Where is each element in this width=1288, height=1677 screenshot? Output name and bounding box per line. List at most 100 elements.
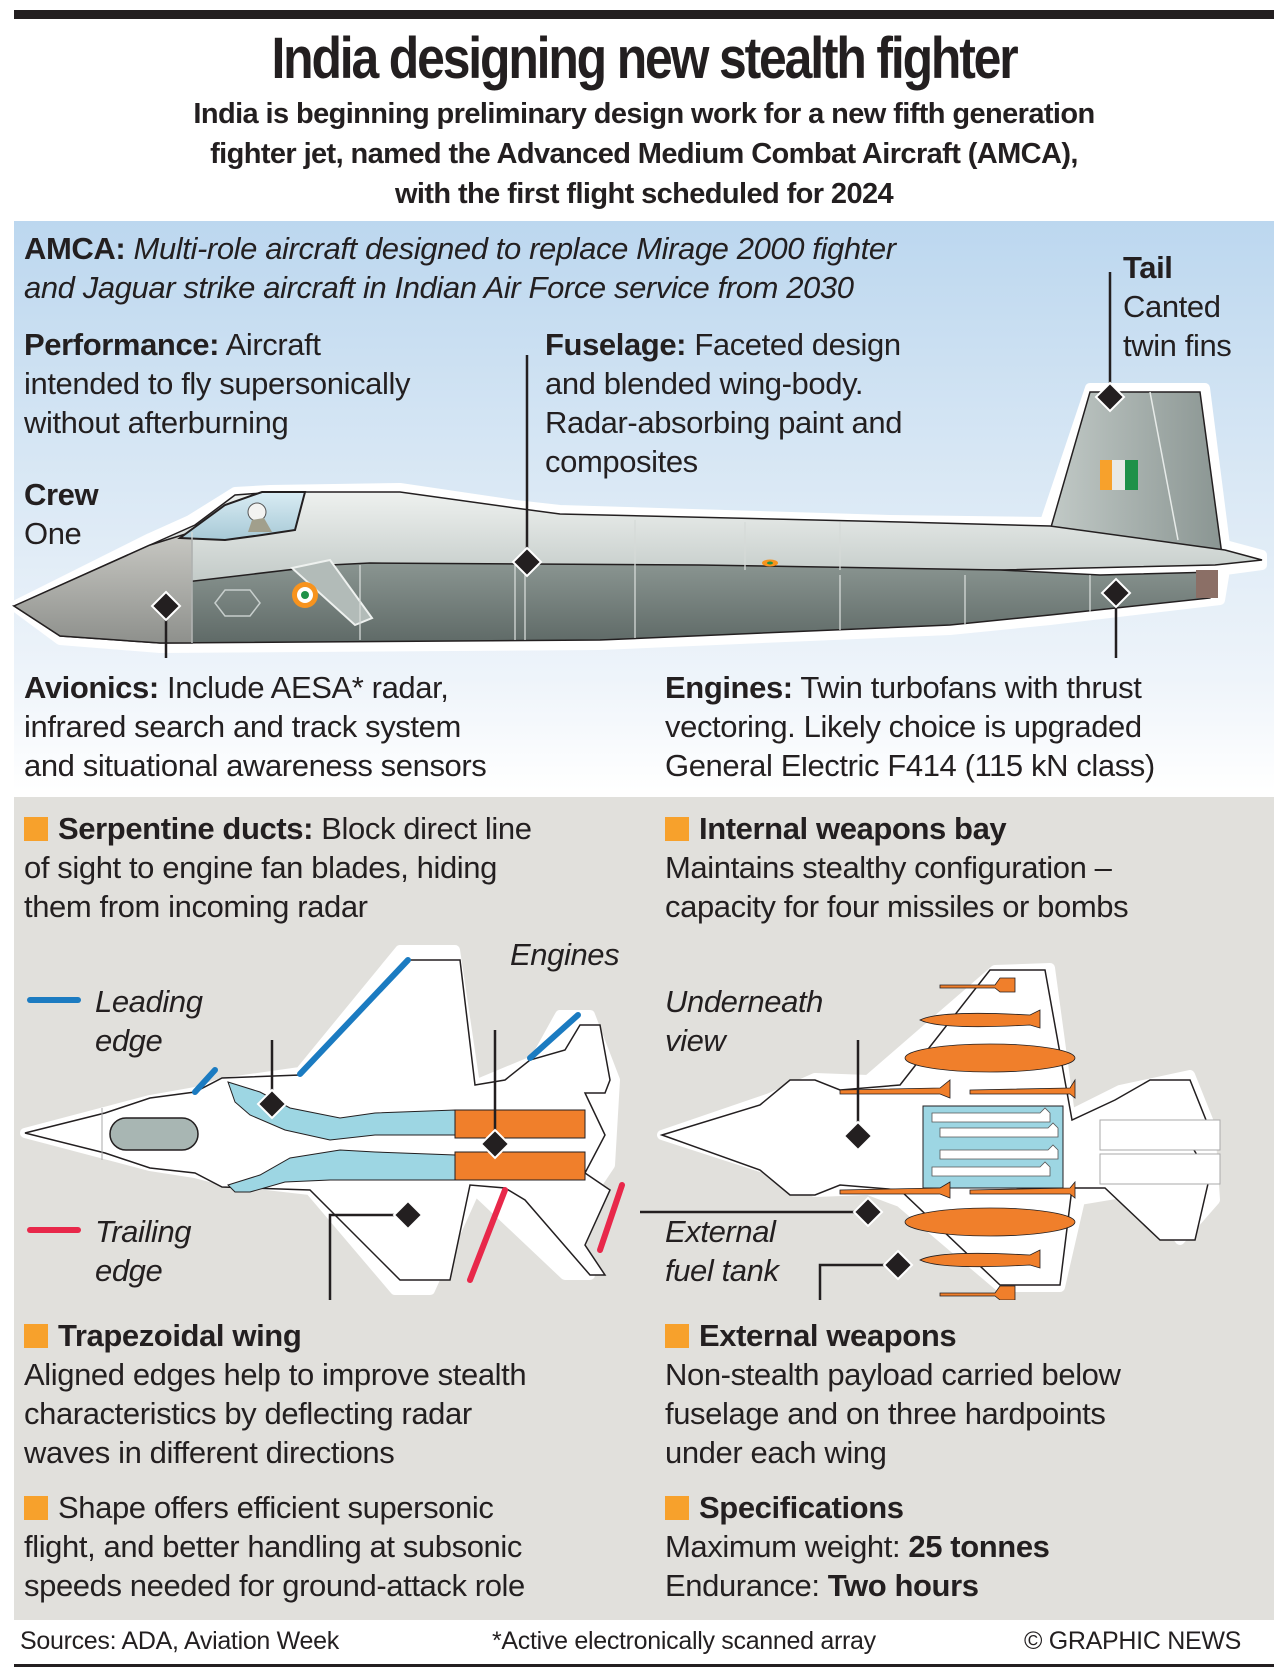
top-view-aircraft	[20, 945, 625, 1300]
callout-diamond	[1100, 577, 1132, 609]
flag-saffron	[1100, 460, 1112, 490]
trailing-edge-line: Trailing	[95, 1214, 192, 1249]
underneath-line: Underneath	[665, 984, 824, 1019]
crew-label: Crew	[24, 477, 99, 512]
internal-bay-text: Internal weapons bay Maintains stealthy …	[665, 809, 1265, 926]
underneath-line: view	[665, 1023, 726, 1058]
performance-text: Performance: Aircraft intended to fly su…	[24, 325, 504, 442]
shape-line: Shape offers efficient supersonic	[58, 1490, 494, 1525]
performance-line: without afterburning	[24, 405, 289, 440]
avionics-text: Avionics: Include AESA* radar, infrared …	[24, 668, 624, 785]
shape-line: flight, and better handling at subsonic	[24, 1529, 522, 1564]
fuel-tank	[904, 1207, 1076, 1237]
external-weapons-text: External weapons Non-stealth payload car…	[665, 1316, 1265, 1472]
bullet-square-icon	[665, 1496, 689, 1520]
exhaust-nozzle	[1196, 570, 1218, 598]
internal-missiles	[931, 1107, 1059, 1177]
internal-bay-line: Maintains stealthy configuration –	[665, 850, 1112, 885]
external-weapons-label: External weapons	[699, 1318, 957, 1353]
air-intake	[289, 558, 374, 627]
wing-missile	[939, 1285, 1016, 1300]
trapezoidal-text: Trapezoidal wing Aligned edges help to i…	[24, 1316, 644, 1472]
avionics-line: Include AESA* radar,	[167, 670, 449, 705]
side-view-aircraft	[9, 272, 1267, 658]
callout-external-weapons	[818, 1249, 914, 1300]
trapezoidal-line: waves in different directions	[24, 1435, 395, 1470]
crew-text: Crew One	[24, 475, 184, 553]
external-fuel-tank-label: External fuel tank	[665, 1212, 779, 1290]
top-view-diagram	[20, 945, 625, 1300]
engines-line: General Electric F414 (115 kN class)	[665, 748, 1155, 783]
endurance-label: Endurance:	[665, 1568, 820, 1603]
avionics-label: Avionics:	[24, 670, 159, 705]
fuselage-line: Faceted design	[694, 327, 901, 362]
avionics-line: infrared search and track system	[24, 709, 461, 744]
subtitle-line: fighter jet, named the Advanced Medium C…	[210, 138, 1078, 170]
shape-text: Shape offers efficient supersonic flight…	[24, 1488, 644, 1605]
fuselage-missile	[839, 1181, 951, 1199]
trapezoidal-line: Aligned edges help to improve stealth	[24, 1357, 527, 1392]
page-title: India designing new stealth fighter	[271, 26, 1018, 91]
weight-label: Maximum weight:	[665, 1529, 901, 1564]
callout-engines	[1100, 577, 1132, 658]
external-line: under each wing	[665, 1435, 887, 1470]
fuselage-missile	[969, 1078, 1076, 1099]
underneath-view-label: Underneath view	[665, 982, 823, 1060]
engine-lower	[454, 1151, 586, 1181]
tail-line: Canted	[1123, 289, 1221, 324]
wing-roundel-center	[767, 561, 773, 565]
subtitle: India is beginning preliminary design wo…	[0, 94, 1288, 214]
leading-edge-lines	[192, 957, 581, 1095]
fuselage-missile	[969, 1180, 1076, 1199]
bomb	[919, 1009, 1041, 1029]
bottom-rule	[14, 1664, 1274, 1667]
cockpit	[109, 1117, 199, 1151]
callout-wing	[328, 1199, 424, 1300]
tail-panel-line	[1149, 391, 1179, 541]
leading-edge-line: edge	[95, 1023, 163, 1058]
amca-line: Multi-role aircraft designed to replace …	[133, 231, 897, 266]
callout-fuel-tank	[640, 1196, 884, 1228]
amca-label: AMCA:	[24, 231, 126, 266]
trailing-edge-label: Trailing edge	[95, 1212, 192, 1290]
flag-green	[1125, 460, 1138, 490]
serpentine-line: of sight to engine fan blades, hiding	[24, 850, 497, 885]
underneath-view-diagram	[640, 963, 1221, 1300]
amca-line: and Jaguar strike aircraft in Indian Air…	[24, 270, 854, 305]
trapezoidal-label: Trapezoidal wing	[58, 1318, 302, 1353]
external-weapons	[839, 977, 1076, 1300]
callout-internal-bay	[842, 1040, 874, 1152]
fuselage-line: and blended wing-body.	[545, 366, 864, 401]
fuselage-line: Radar-absorbing paint and	[545, 405, 903, 440]
external-line: fuselage and on three hardpoints	[665, 1396, 1106, 1431]
pilot-body	[248, 518, 272, 532]
engine-outline-upper	[1099, 1119, 1221, 1151]
bomb	[919, 1249, 1041, 1269]
fuel-tank-line: fuel tank	[665, 1253, 779, 1288]
tail-callout-text: Tail Canted twin fins	[1123, 248, 1283, 365]
external-line: Non-stealth payload carried below	[665, 1357, 1121, 1392]
callout-avionics	[150, 590, 182, 658]
performance-label: Performance:	[24, 327, 220, 362]
wing-missile	[939, 977, 1016, 993]
avionics-line: and situational awareness sensors	[24, 748, 487, 783]
serpentine-label: Serpentine ducts:	[58, 811, 314, 846]
engines-diagram-label: Engines	[510, 935, 620, 974]
internal-bay-label: Internal weapons bay	[699, 811, 1007, 846]
callout-diamond	[150, 590, 182, 622]
leading-edge-label: Leading edge	[95, 982, 203, 1060]
underneath-view-aircraft	[640, 963, 1221, 1300]
engines-label: Engines:	[665, 670, 793, 705]
callout-fuselage	[511, 355, 543, 578]
canopy	[177, 491, 307, 542]
bullet-square-icon	[24, 1496, 48, 1520]
amca-description: AMCA: Multi-role aircraft designed to re…	[24, 229, 1064, 307]
callout-diamond	[1094, 381, 1126, 413]
fuselage-line: composites	[545, 444, 698, 479]
callout-serpentine	[256, 1040, 288, 1120]
top-rule	[14, 10, 1274, 19]
panel-lines	[191, 520, 1091, 643]
fuel-tank-line: External	[665, 1214, 776, 1249]
sources: Sources: ADA, Aviation Week	[20, 1627, 339, 1655]
performance-line: Aircraft	[225, 327, 321, 362]
